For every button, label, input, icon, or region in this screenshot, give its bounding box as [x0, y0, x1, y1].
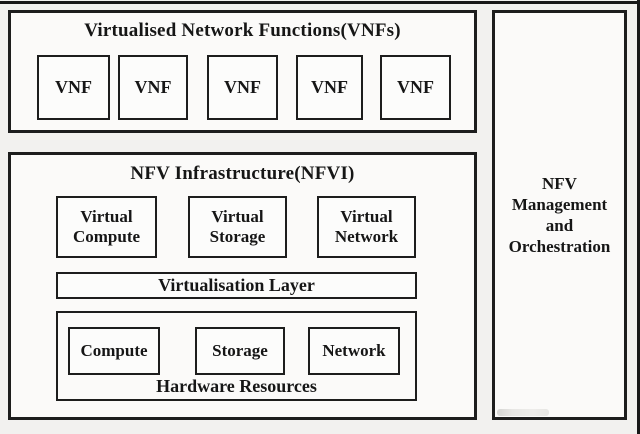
mano-title-line: Orchestration — [508, 237, 611, 256]
vnf-box: VNF — [380, 55, 451, 120]
virtualisation-layer-box: Virtualisation Layer — [56, 272, 417, 299]
hardware-resources-title: Hardware Resources — [156, 376, 317, 396]
nfvi-layer-title: NFV Infrastructure(NFVI) — [130, 163, 355, 184]
vnf-box: VNF — [207, 55, 278, 120]
vnf-box: VNF — [118, 55, 188, 120]
scan-smudge-artifact — [497, 409, 549, 416]
hardware-network-box: Network — [308, 327, 400, 375]
hardware-compute-box: Compute — [68, 327, 160, 375]
right-border-line — [637, 0, 640, 434]
hardware-storage-box: Storage — [195, 327, 285, 375]
virtual-network-box: Virtual Network — [317, 196, 416, 258]
mano-title-line: NFV — [542, 174, 577, 193]
vnf-box: VNF — [296, 55, 363, 120]
nfvi-layer-box: NFV Infrastructure(NFVI) Virtual Compute… — [8, 152, 477, 420]
vnf-box: VNF — [37, 55, 110, 120]
virtual-compute-box: Virtual Compute — [56, 196, 157, 258]
top-border-line — [0, 1, 640, 4]
mano-title-line: and — [545, 216, 574, 235]
vnfs-layer-box: Virtualised Network Functions(VNFs) VNF … — [8, 10, 477, 133]
hardware-resources-box: Compute Storage Network Hardware Resourc… — [56, 311, 417, 401]
mano-title-line: Management — [511, 195, 608, 214]
vnfs-layer-title: Virtualised Network Functions(VNFs) — [84, 20, 401, 41]
virtual-storage-box: Virtual Storage — [188, 196, 287, 258]
mano-box: NFV Management and Orchestration — [492, 10, 627, 420]
